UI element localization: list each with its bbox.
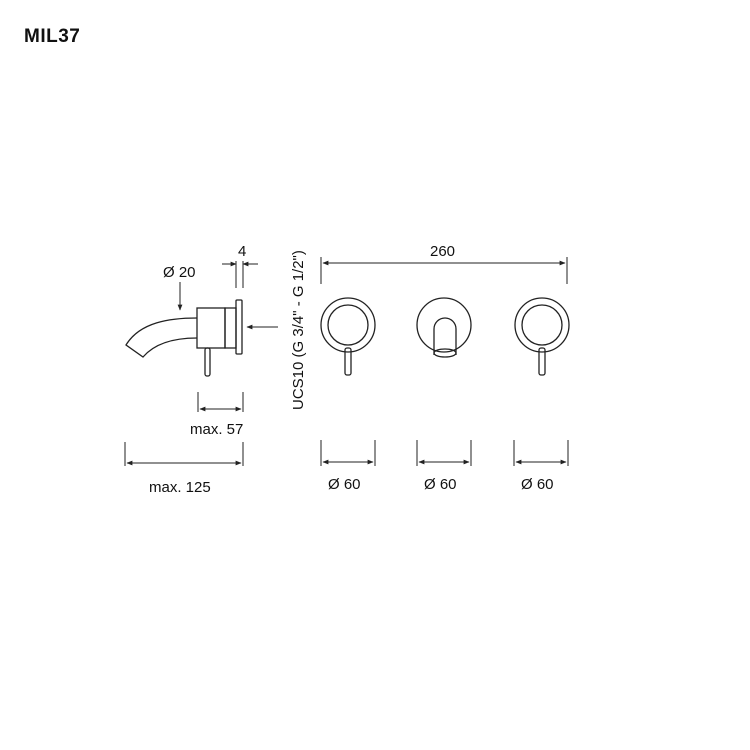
total-projection-label: max. 125 [149, 479, 211, 496]
total-width-label: 260 [430, 243, 455, 260]
body-ring [224, 307, 237, 349]
spout-diameter-label: Ø 20 [163, 264, 196, 281]
diameter-label-right: Ø 60 [521, 476, 554, 493]
side-view: Ø 20 4 UCS10 (G 3/4" - G 1/2") max. 57 m… [124, 243, 307, 496]
spout-front [416, 297, 472, 358]
right-mixer [514, 297, 570, 376]
spout [125, 317, 198, 358]
left-mixer [320, 297, 376, 376]
front-view: 260 Ø 60 Ø 60 Ø 60 [320, 243, 570, 493]
body-depth-label: max. 57 [190, 421, 243, 438]
flange-thickness-label: 4 [238, 243, 246, 260]
diameter-label-left: Ø 60 [328, 476, 361, 493]
lever [204, 347, 211, 377]
product-code: MIL37 [24, 26, 81, 47]
wall-flange [235, 299, 243, 355]
body [196, 307, 226, 349]
connection-label: UCS10 (G 3/4" - G 1/2") [290, 250, 307, 410]
diameter-label-center: Ø 60 [424, 476, 457, 493]
